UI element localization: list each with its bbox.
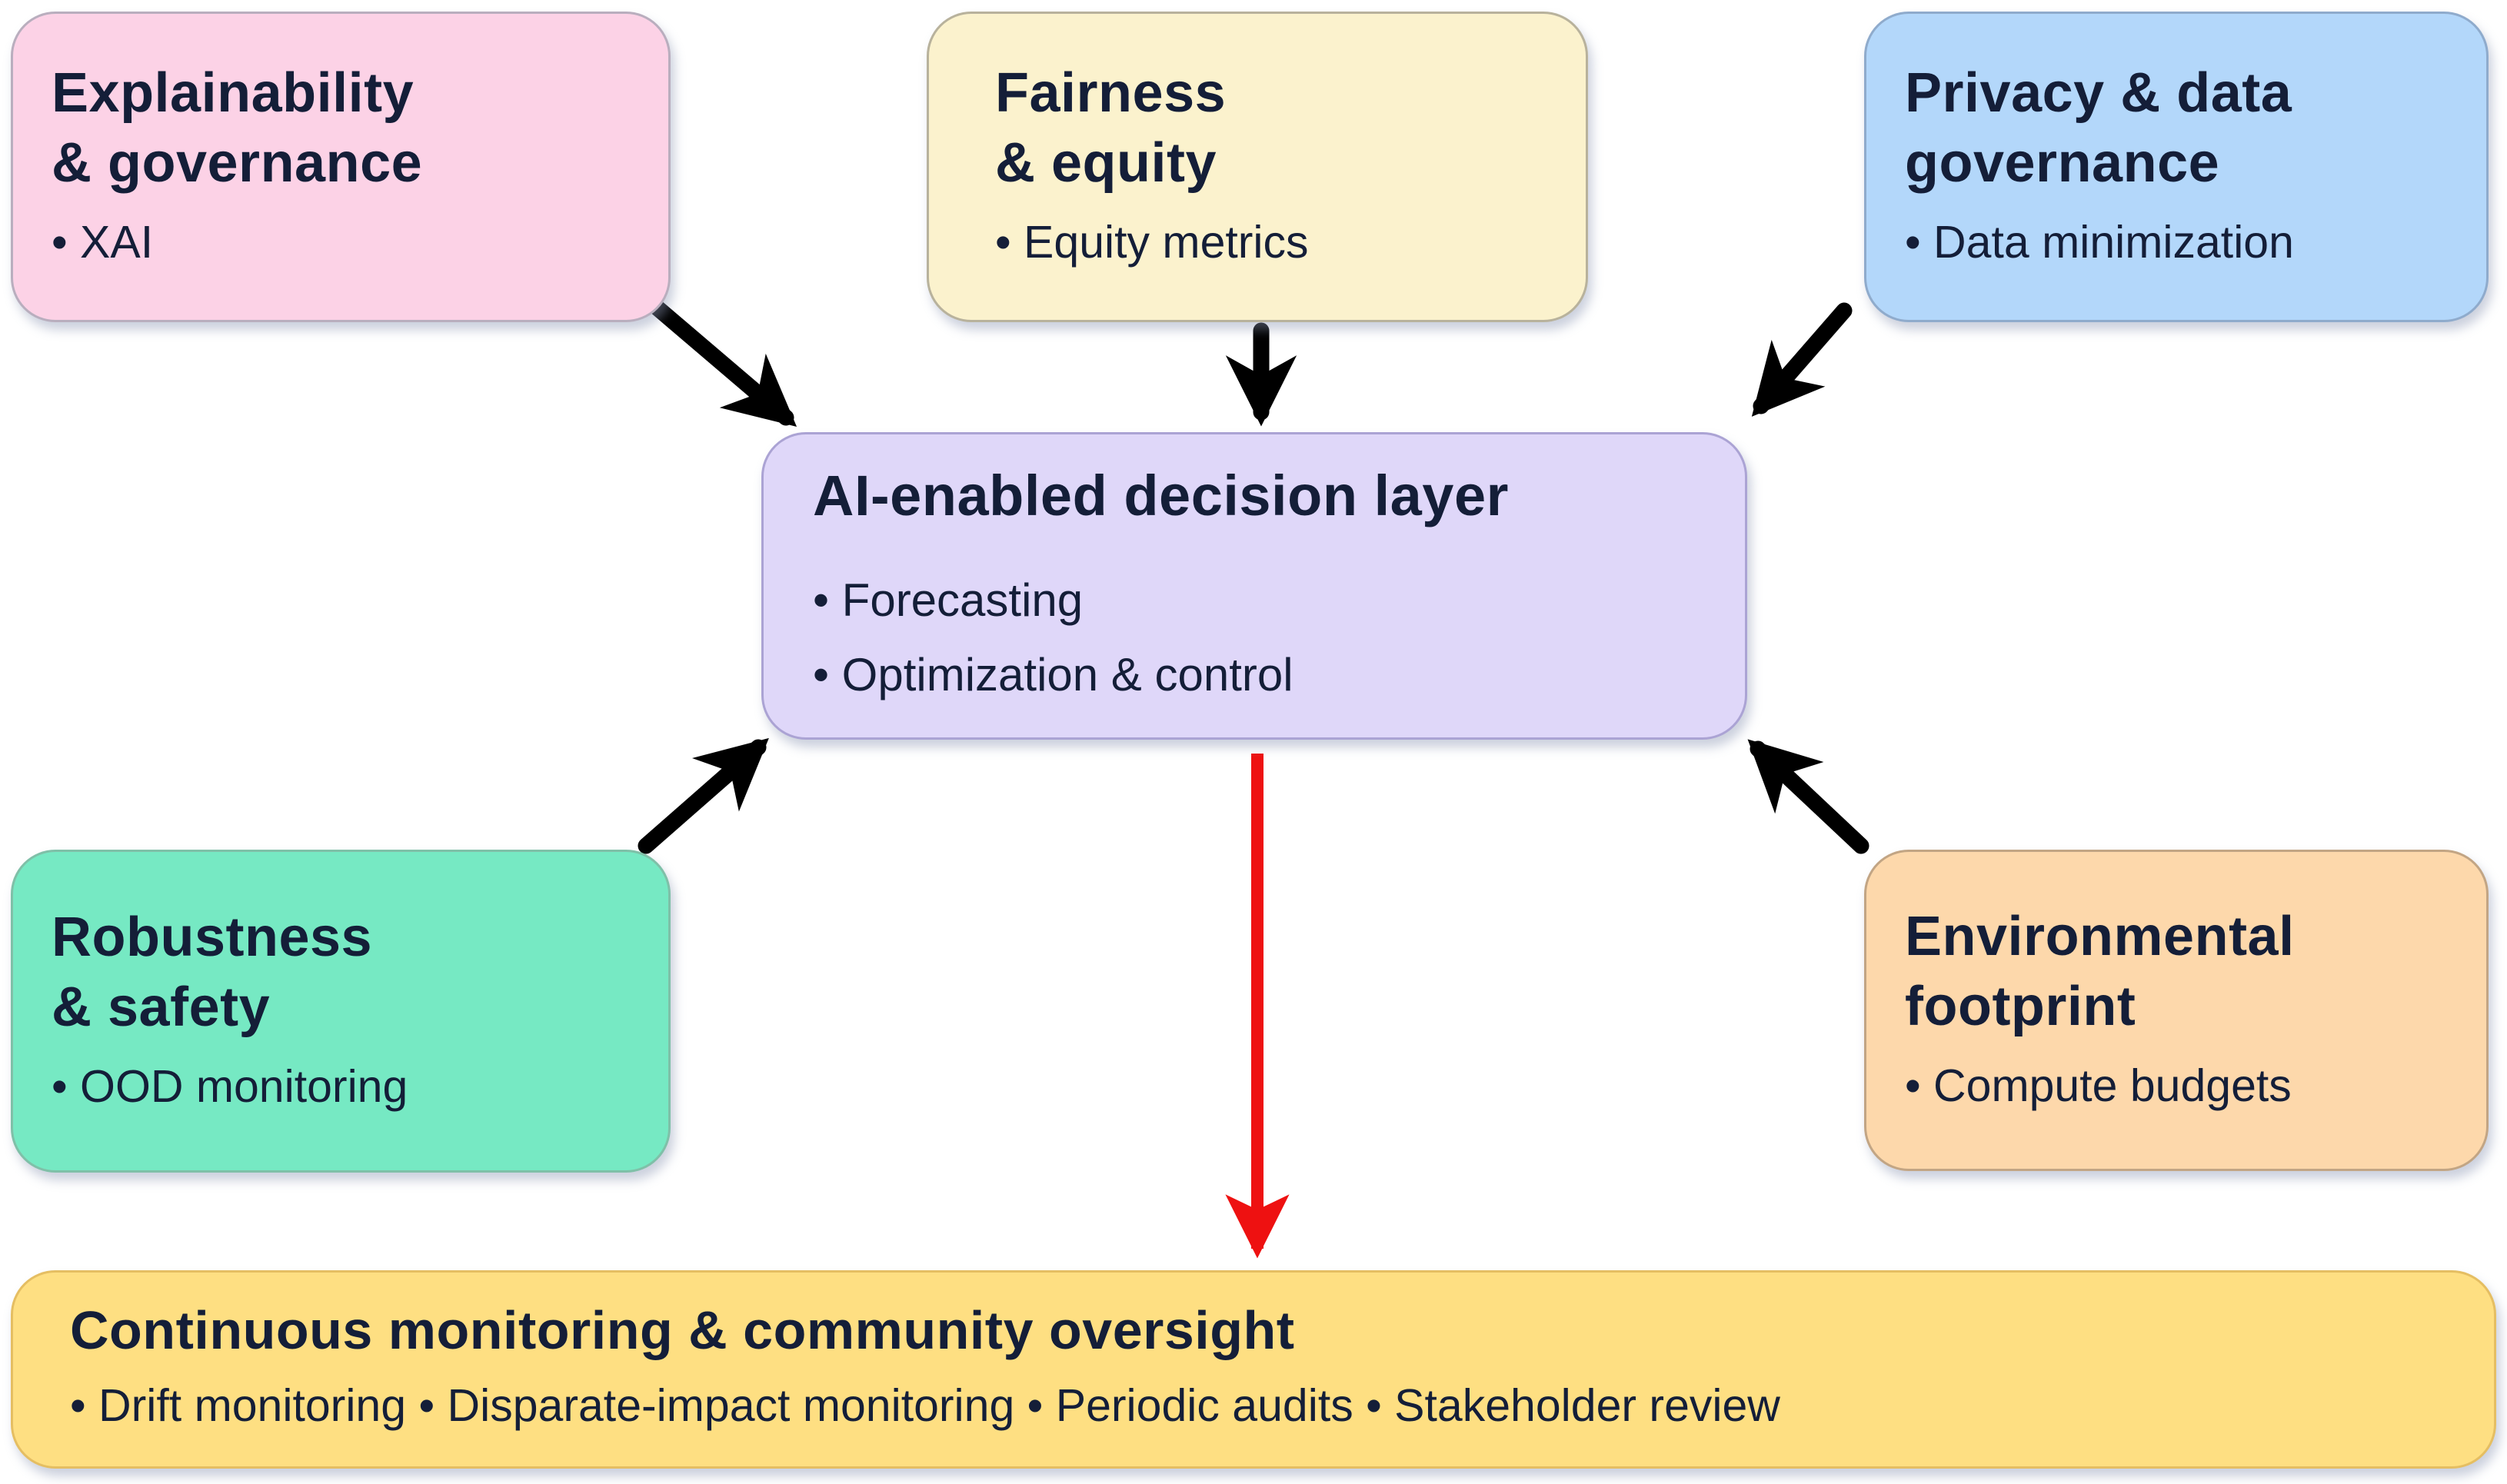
bullet-item: • Compute budgets [1905, 1060, 2292, 1111]
box-title: Environmental [1905, 905, 2295, 967]
privacy-data-governance-box: Privacy & data governance • Data minimiz… [1864, 12, 2489, 322]
bullet-item: • Optimization & control [813, 648, 1293, 700]
box-title: Robustness [52, 906, 373, 968]
environmental-footprint-box: Environmental footprint • Compute budget… [1864, 850, 2489, 1171]
continuous-monitoring-oversight-box: Continuous monitoring & community oversi… [11, 1270, 2496, 1469]
box-title: footprint [1905, 976, 2136, 1038]
box-title: & safety [52, 977, 271, 1039]
fairness-equity-box: Fairness & equity • Equity metrics [927, 12, 1588, 322]
arrow-privacy-to-decision [1751, 302, 1853, 417]
bullet-item: • Forecasting [813, 574, 1084, 626]
box-title: & equity [995, 132, 1217, 195]
arrow-robustness-to-decision [638, 737, 769, 854]
arrow-explainability-to-decision [647, 298, 797, 427]
box-title: Continuous monitoring & community oversi… [70, 1299, 1295, 1360]
box-title: Explainability [52, 62, 415, 124]
robustness-safety-box: Robustness & safety • OOD monitoring [11, 850, 671, 1173]
box-title: & governance [52, 132, 423, 195]
bullet-item: • Drift monitoring • Disparate-impact mo… [70, 1380, 1780, 1432]
ai-decision-layer-box: AI-enabled decision layer • Forecasting … [761, 432, 1747, 740]
box-title: governance [1905, 132, 2220, 195]
bullet-item: • Data minimization [1905, 216, 2294, 268]
arrow-environmental-to-decision [1747, 739, 1869, 854]
bullet-item: • OOD monitoring [52, 1060, 408, 1112]
box-title: Privacy & data [1905, 62, 2292, 124]
explainability-governance-box: Explainability & governance • XAI [11, 12, 671, 322]
bullet-item: • Equity metrics [995, 216, 1309, 268]
box-title: Fairness [995, 62, 1227, 124]
box-title: AI-enabled decision layer [813, 463, 1509, 527]
bullet-item: • XAI [52, 216, 154, 268]
